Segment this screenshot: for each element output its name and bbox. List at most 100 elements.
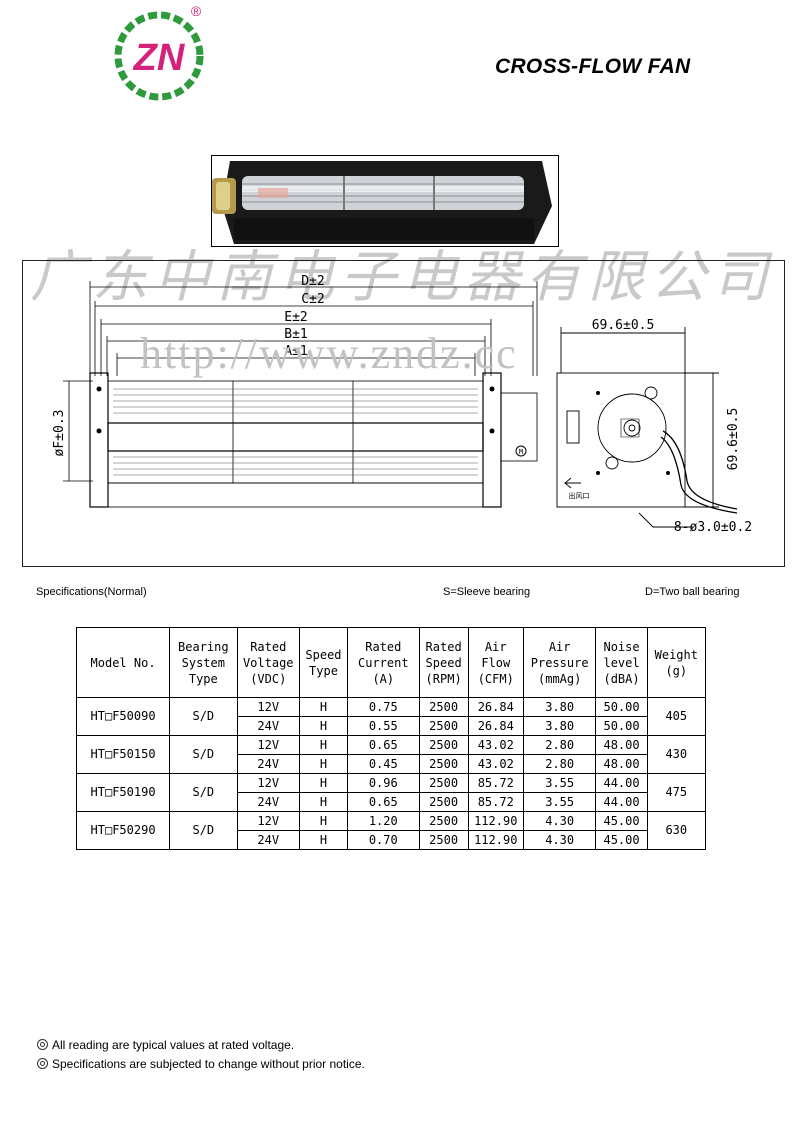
dim-b: B±1 <box>284 327 307 342</box>
ball-bearing-note: D=Two ball bearing <box>645 586 740 598</box>
speed-type-cell: H <box>298 697 349 717</box>
header-line: Type <box>188 671 218 686</box>
cfm-cell: 85.72 <box>467 773 524 793</box>
logo-text: ZN <box>133 37 186 79</box>
pressure-cell: 4.30 <box>522 811 597 831</box>
header-line: (A) <box>372 671 395 686</box>
rpm-cell: 2500 <box>418 811 469 831</box>
bearing-cell: S/D <box>169 811 238 850</box>
pressure-cell: 3.80 <box>522 697 597 717</box>
dim-c: C±2 <box>301 292 324 307</box>
note-text: All reading are typical values at rated … <box>52 1038 295 1052</box>
header-line: (VDC) <box>250 671 287 686</box>
header-line: Speed <box>305 647 342 662</box>
speed-type-cell: H <box>298 792 349 812</box>
model-cell: HT□F50150 <box>75 735 171 774</box>
header-line: (CFM) <box>477 671 514 686</box>
current-cell: 1.20 <box>347 811 420 831</box>
company-logo: ZN ® <box>113 2 209 102</box>
dim-holes: 8-ø3.0±0.2 <box>674 520 752 535</box>
note-text: Specifications are subjected to change w… <box>52 1057 365 1071</box>
current-cell: 0.65 <box>347 735 420 755</box>
voltage-cell: 12V <box>236 735 300 755</box>
cfm-cell: 43.02 <box>467 735 524 755</box>
weight-cell: 630 <box>646 811 707 850</box>
current-cell: 0.55 <box>347 716 420 736</box>
header-line: Weight <box>654 647 698 662</box>
voltage-cell: 12V <box>236 697 300 717</box>
header-line: Rated <box>250 639 287 654</box>
header-line: (mmAg) <box>538 671 582 686</box>
current-cell: 0.96 <box>347 773 420 793</box>
speed-type-cell: H <box>298 773 349 793</box>
header-line: (g) <box>665 663 688 678</box>
header-line: Rated <box>425 639 462 654</box>
rpm-cell: 2500 <box>418 830 469 850</box>
pressure-cell: 2.80 <box>522 735 597 755</box>
header-line: Type <box>309 663 338 678</box>
noise-cell: 50.00 <box>595 697 648 717</box>
bearing-cell: S/D <box>169 773 238 812</box>
bullet-circle-icon <box>37 1058 48 1069</box>
bullet-circle-icon <box>37 1039 48 1050</box>
pressure-cell: 3.80 <box>522 716 597 736</box>
voltage-cell: 24V <box>236 830 300 850</box>
header-line: Noise <box>603 639 640 654</box>
product-photo <box>211 155 559 247</box>
rpm-cell: 2500 <box>418 697 469 717</box>
header-line: Current <box>358 655 409 670</box>
company-watermark: 广东中南电子电器有限公司 <box>30 247 774 309</box>
dim-e: E±2 <box>284 310 307 325</box>
header-line: Pressure <box>530 655 589 670</box>
speed-type-cell: H <box>298 811 349 831</box>
noise-cell: 50.00 <box>595 716 648 736</box>
voltage-cell: 12V <box>236 773 300 793</box>
pressure-cell: 3.55 <box>522 792 597 812</box>
dim-f: øF±0.3 <box>52 410 67 457</box>
speed-type-cell: H <box>298 830 349 850</box>
website-watermark: http://www.zndz.cc <box>140 329 518 378</box>
header-line: Speed <box>425 655 462 670</box>
cfm-cell: 26.84 <box>467 697 524 717</box>
dim-side-height: 69.6±0.5 <box>726 408 741 471</box>
weight-cell: 405 <box>646 697 707 736</box>
noise-cell: 45.00 <box>595 811 648 831</box>
dim-side-width: 69.6±0.5 <box>592 318 655 333</box>
pressure-cell: 3.55 <box>522 773 597 793</box>
model-cell: HT□F50190 <box>75 773 171 812</box>
registered-mark: ® <box>191 3 202 19</box>
voltage-cell: 24V <box>236 792 300 812</box>
current-cell: 0.75 <box>347 697 420 717</box>
bearing-cell: S/D <box>169 697 238 736</box>
cfm-cell: 43.02 <box>467 754 524 774</box>
cfm-cell: 26.84 <box>467 716 524 736</box>
noise-cell: 48.00 <box>595 754 648 774</box>
current-cell: 0.45 <box>347 754 420 774</box>
header-line: Bearing <box>178 639 229 654</box>
speed-type-cell: H <box>298 716 349 736</box>
rpm-cell: 2500 <box>418 754 469 774</box>
header-line: Flow <box>481 655 511 670</box>
noise-cell: 44.00 <box>595 773 648 793</box>
header-line: Voltage <box>242 655 294 670</box>
noise-cell: 45.00 <box>595 830 648 850</box>
outlet-label: 出风口 <box>569 491 590 500</box>
note-typical: All reading are typical values at rated … <box>37 1038 294 1052</box>
note-change: Specifications are subjected to change w… <box>37 1057 365 1071</box>
cfm-cell: 112.90 <box>467 830 524 850</box>
cfm-cell: 112.90 <box>467 811 524 831</box>
model-cell: HT□F50090 <box>75 697 171 736</box>
model-cell: HT□F50290 <box>75 811 171 850</box>
pressure-cell: 4.30 <box>522 830 597 850</box>
header-line: Rated <box>365 639 402 654</box>
